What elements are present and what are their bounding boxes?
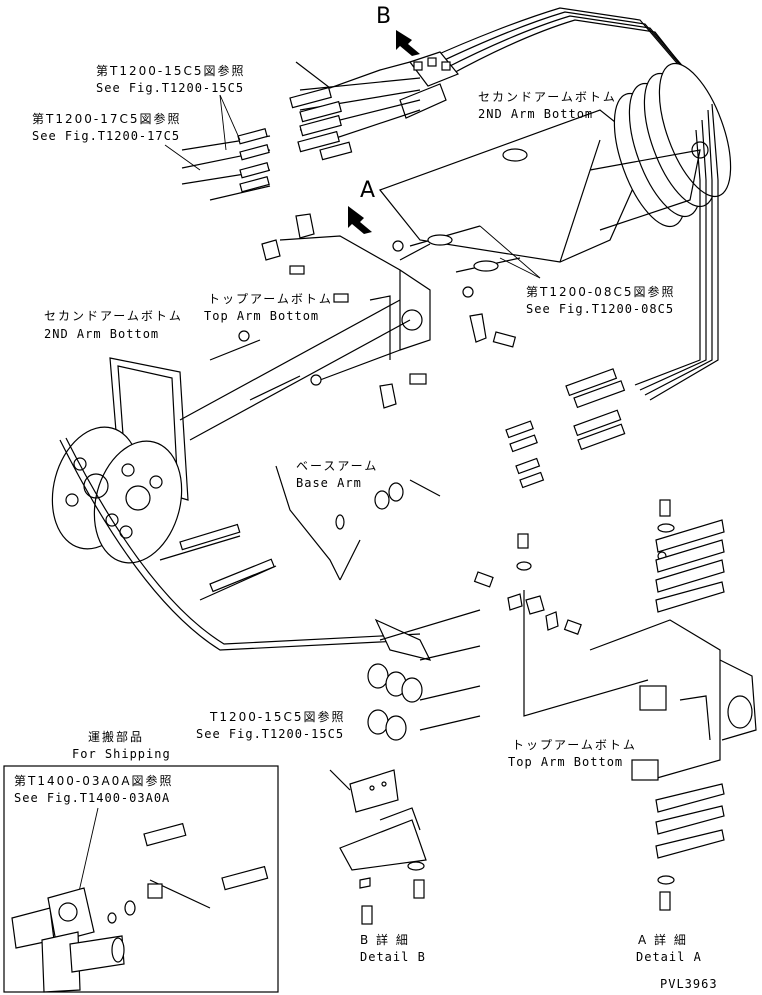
- ref-t1400-en: See Fig.T1400-03A0A: [14, 791, 170, 805]
- top-arm-bottom-mid-jp: トップアームボトム: [208, 292, 333, 306]
- ref-t1200-15c5-en: See Fig.T1200-15C5: [96, 81, 244, 95]
- ref-t1200-08c5-en: See Fig.T1200-08C5: [526, 302, 674, 316]
- detail-a-parts: [655, 499, 725, 911]
- for-shipping-box: [3, 765, 279, 993]
- ref-t1200-15c5-jp: 第T1200-15C5図参照: [96, 63, 245, 78]
- fitting-group-17c5: [181, 128, 271, 201]
- ref-detail-b-en: See Fig.T1200-15C5: [196, 727, 344, 741]
- for-shipping-en: For Shipping: [72, 747, 171, 761]
- fitting-group-right: [505, 368, 626, 489]
- detail-b-en: Detail B: [360, 950, 426, 964]
- spring-cables: [159, 330, 427, 601]
- shipping-parts: [11, 822, 269, 993]
- second-arm-bottom-top-jp: セカンドアームボトム: [478, 90, 617, 104]
- view-b-indicator: B: [376, 4, 420, 56]
- top-arm-bottom-right-en: Top Arm Bottom: [508, 755, 623, 769]
- base-arm-jp: ベースアーム: [296, 459, 378, 473]
- second-arm-top-assembly: [379, 7, 732, 401]
- ref-t1200-17c5-en: See Fig.T1200-17C5: [32, 129, 180, 143]
- for-shipping-jp: 運搬部品: [88, 729, 144, 744]
- second-arm-bottom-left: [51, 299, 421, 651]
- top-arm-bottom-mid: [261, 213, 521, 381]
- detail-b-assembly: [329, 609, 481, 925]
- ref-detail-b-jp: T1200-15C5図参照: [209, 709, 345, 724]
- detail-b-jp: B 詳 細: [360, 932, 410, 947]
- base-arm: [275, 465, 441, 581]
- view-a-label: A: [360, 178, 375, 203]
- view-b-label: B: [376, 4, 391, 29]
- top-arm-bottom-right: [589, 619, 757, 781]
- ref-t1200-08c5-jp: 第T1200-08C5図参照: [526, 284, 675, 299]
- drawing-number: PVL3963: [660, 977, 718, 991]
- ref-t1200-17c5-jp: 第T1200-17C5図参照: [32, 111, 181, 126]
- detail-a-jp: A 詳 細: [638, 932, 688, 947]
- clamp-parts-middle: [473, 533, 649, 717]
- base-arm-en: Base Arm: [296, 476, 362, 490]
- second-arm-bottom-top-en: 2ND Arm Bottom: [478, 107, 593, 121]
- detail-a-en: Detail A: [636, 950, 702, 964]
- top-arm-bottom-mid-en: Top Arm Bottom: [204, 309, 319, 323]
- second-arm-bottom-left-jp: セカンドアームボトム: [44, 309, 183, 323]
- ref-t1400-jp: 第T1400-03A0A図参照: [14, 773, 174, 788]
- top-arm-bottom-right-jp: トップアームボトム: [512, 738, 637, 752]
- view-a-indicator: A: [348, 178, 375, 234]
- second-arm-bottom-left-en: 2ND Arm Bottom: [44, 327, 159, 341]
- fitting-group-top: [289, 61, 421, 161]
- clamp-block-b: [399, 51, 459, 119]
- pulley-stack-top: [613, 62, 732, 228]
